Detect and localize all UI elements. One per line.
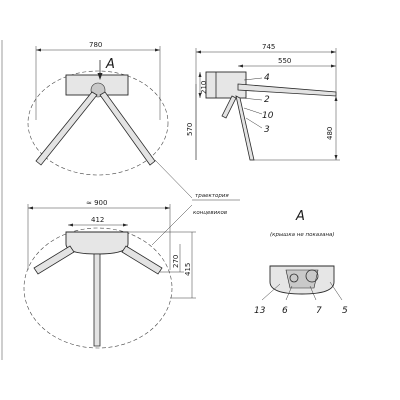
top-view: 780 A — [27, 41, 169, 176]
dim-780: 780 — [89, 41, 102, 49]
dim-480: 480 — [326, 127, 334, 140]
leader-3 — [245, 117, 263, 129]
leader-4 — [243, 77, 263, 81]
leader-6 — [285, 285, 293, 301]
turnstile-arm-back — [221, 95, 237, 119]
arrow-head — [155, 48, 160, 52]
part-3: 3 — [264, 125, 270, 135]
arrow-head — [196, 50, 201, 54]
leader-2 — [241, 97, 263, 101]
leader-13 — [261, 283, 281, 301]
leader-7 — [309, 285, 317, 301]
turnstile-housing-front — [65, 231, 129, 255]
part-2: 2 — [264, 95, 270, 105]
dim-412: 412 — [91, 216, 104, 224]
arrow-head — [331, 50, 336, 54]
dim-270: 270 — [172, 255, 180, 268]
trajectory-ellipse-front — [23, 227, 173, 349]
part-4: 4 — [264, 73, 270, 83]
dim-745: 745 — [262, 43, 275, 51]
turnstile-arm-horizontal — [237, 83, 337, 97]
dim-900: ≈ 900 — [86, 199, 107, 207]
trajectory-label: траектория — [195, 193, 229, 199]
dim-210: 210 — [200, 81, 208, 94]
arrow-head — [334, 155, 338, 160]
dim-570: 570 — [186, 123, 194, 136]
turnstile-arm-front-right — [121, 245, 163, 275]
view-a-title: A — [295, 209, 305, 224]
leader-trajectory-bottom — [151, 204, 193, 246]
arrow-head — [238, 64, 243, 68]
arrow-head — [331, 64, 336, 68]
arrow-head — [198, 72, 202, 77]
arrow-head — [28, 206, 33, 210]
view-a-note: (крышка не показана) — [270, 232, 335, 238]
leader-trajectory-top — [154, 159, 193, 199]
front-view: ≈ 900 412 270 415 — [23, 199, 196, 349]
dim-550: 550 — [278, 57, 291, 65]
view-arrow-label: A — [105, 57, 115, 72]
trajectory-ellipse-top — [27, 70, 169, 176]
arrow-head — [165, 206, 170, 210]
turnstile-arm-right — [99, 91, 156, 166]
turnstile-arm-front-left — [33, 245, 75, 275]
arrow-head — [334, 96, 338, 101]
view-a-bearing — [289, 273, 299, 283]
leader-5 — [329, 281, 343, 301]
turnstile-arm-left — [35, 91, 98, 166]
view-a-sensor — [305, 269, 319, 283]
view-a-detail: A (крышка не показана) 13 6 7 5 — [254, 209, 348, 316]
part-10: 10 — [262, 111, 274, 121]
part-13: 13 — [254, 306, 266, 316]
part-5: 5 — [342, 306, 348, 316]
arrow-head — [36, 48, 41, 52]
turnstile-arm-front-down — [93, 253, 101, 347]
leader-10 — [243, 107, 263, 115]
arrow-head — [198, 93, 202, 98]
part-6: 6 — [282, 306, 288, 316]
arrow-head — [123, 223, 128, 227]
arrow-head — [68, 223, 73, 227]
dim-415: 415 — [184, 263, 192, 276]
view-a-mechanism — [285, 269, 319, 289]
view-arrow-head — [97, 73, 103, 80]
turnstile-arm-down — [235, 95, 255, 161]
limit-switch-label: концевиков — [193, 210, 227, 216]
side-view: 745 550 210 570 480 4 2 — [186, 43, 340, 161]
part-7: 7 — [316, 306, 322, 316]
